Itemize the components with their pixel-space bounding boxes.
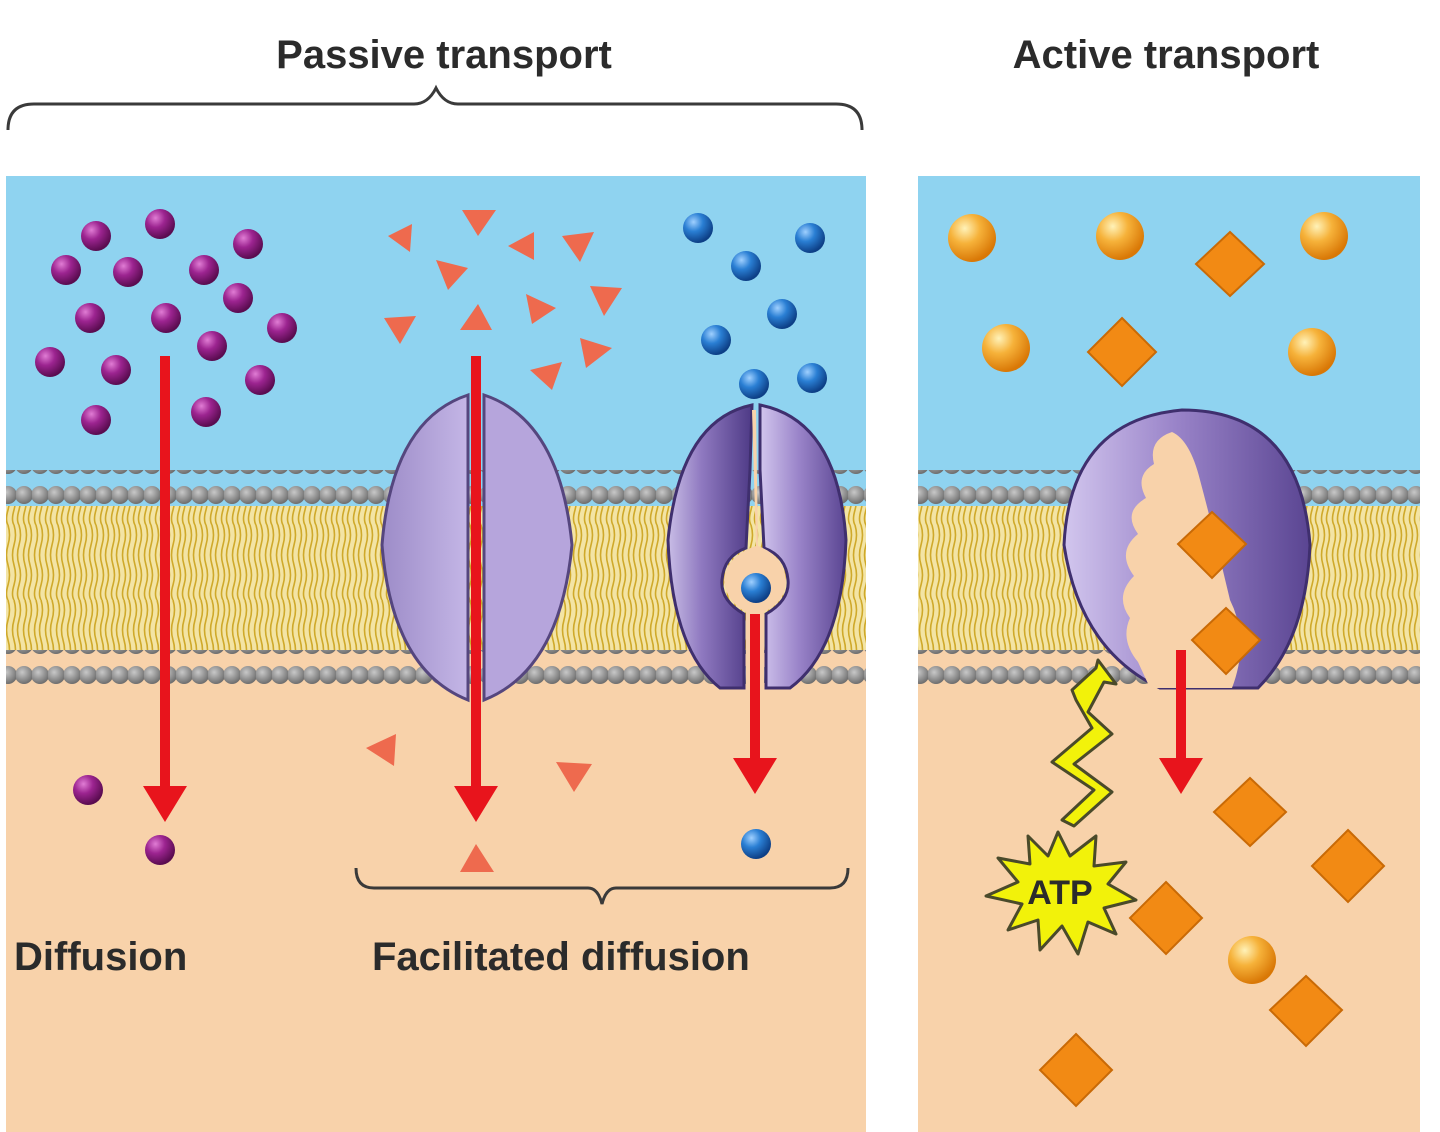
purple-molecule — [197, 331, 227, 361]
purple-molecule — [101, 355, 131, 385]
purple-molecule — [267, 313, 297, 343]
orange-diamond — [1212, 776, 1288, 848]
orange-diamond — [1128, 880, 1204, 956]
orange-diamond — [1086, 316, 1158, 388]
blue-molecule — [731, 251, 761, 281]
triangle-solute — [388, 224, 412, 252]
blue-molecule — [701, 325, 731, 355]
purple-molecule — [145, 835, 175, 865]
orange-sphere — [1228, 936, 1276, 984]
triangle-solute — [556, 762, 592, 792]
active-arrow-shaft — [1176, 650, 1186, 760]
blue-molecule — [741, 829, 771, 859]
blue-molecule — [739, 369, 769, 399]
triangle-solute — [590, 286, 622, 316]
active-transport-heading: Active transport — [1013, 33, 1320, 77]
purple-molecule — [223, 283, 253, 313]
triangle-solute — [580, 338, 612, 368]
triangle-solute — [460, 304, 492, 330]
triangle-solute — [526, 294, 556, 324]
diffusion-label: Diffusion — [14, 935, 187, 979]
triangle-solute — [436, 260, 468, 290]
passive-transport-brace — [6, 84, 864, 131]
atp-label: ATP — [1027, 874, 1092, 912]
passive-panel: Diffusion Facilitated diffusion — [6, 176, 866, 1132]
active-arrow-head — [1159, 758, 1203, 794]
triangle-solute — [508, 232, 534, 260]
orange-spheres — [948, 212, 1348, 984]
channel-arrow-shaft — [471, 356, 481, 788]
triangle-solute — [530, 362, 562, 390]
blue-solutes — [683, 213, 827, 859]
orange-diamond — [1190, 606, 1262, 676]
atp-burst: ATP — [984, 830, 1138, 956]
facilitated-diffusion-label: Facilitated diffusion — [372, 935, 750, 979]
purple-molecule — [191, 397, 221, 427]
purple-molecule — [81, 405, 111, 435]
orange-diamond — [1268, 974, 1344, 1048]
orange-diamond — [1176, 510, 1248, 580]
orange-sphere — [1300, 212, 1348, 260]
purple-molecule — [189, 255, 219, 285]
facilitated-diffusion-brace — [354, 867, 850, 905]
active-panel: ATP — [918, 176, 1420, 1132]
purple-molecule — [75, 303, 105, 333]
triangle-solute — [462, 210, 496, 236]
purple-molecule — [233, 229, 263, 259]
triangle-solute — [460, 844, 494, 872]
carrier-arrow-shaft — [750, 614, 760, 760]
orange-diamond — [1194, 230, 1266, 298]
orange-sphere — [1288, 328, 1336, 376]
purple-molecule — [245, 365, 275, 395]
orange-diamond — [1038, 1032, 1114, 1108]
carrier-arrow-head — [733, 758, 777, 794]
purple-molecule — [81, 221, 111, 251]
purple-molecule — [35, 347, 65, 377]
passive-transport-heading: Passive transport — [276, 33, 612, 77]
purple-molecule — [51, 255, 81, 285]
orange-sphere — [948, 214, 996, 262]
gradient-arrows-passive — [143, 356, 777, 822]
cytoplasm-region-left — [6, 676, 866, 1132]
blue-molecule — [795, 223, 825, 253]
diffusion-arrow-head — [143, 786, 187, 822]
diffusion-molecules — [35, 209, 297, 865]
blue-molecule — [767, 299, 797, 329]
carrier-protein — [666, 403, 848, 690]
diffusion-arrow-shaft — [160, 356, 170, 788]
channel-protein — [380, 392, 574, 703]
orange-diamond — [1310, 828, 1386, 904]
triangle-solute — [384, 316, 416, 344]
orange-sphere — [1096, 212, 1144, 260]
atp-starburst-icon — [984, 830, 1138, 956]
triangle-solute — [366, 734, 396, 766]
purple-molecule — [113, 257, 143, 287]
triangle-solute — [562, 232, 594, 262]
triangle-solutes — [366, 210, 622, 872]
gradient-arrow-active — [1159, 650, 1203, 794]
channel-arrow-head — [454, 786, 498, 822]
blue-molecule — [683, 213, 713, 243]
purple-molecule — [73, 775, 103, 805]
purple-molecule — [151, 303, 181, 333]
blue-molecule — [741, 573, 771, 603]
blue-molecule — [797, 363, 827, 393]
orange-diamonds — [1038, 230, 1386, 1108]
orange-sphere — [982, 324, 1030, 372]
energy-zigzag-arrow — [1050, 658, 1118, 828]
purple-molecule — [145, 209, 175, 239]
